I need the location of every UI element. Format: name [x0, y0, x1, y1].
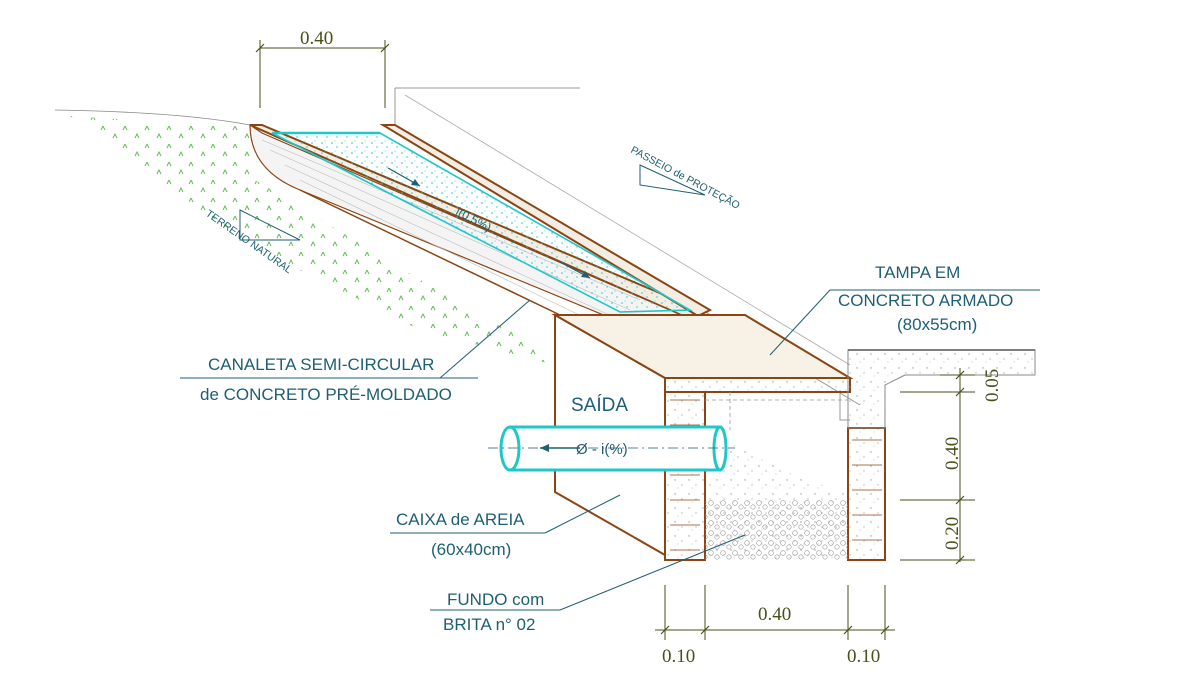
leader-lines	[180, 164, 1040, 611]
dim-lid-thickness: 0.05	[982, 369, 1003, 402]
outlet-label: SAÍDA	[571, 395, 628, 416]
outlet-pipe: Ø - i(%)	[488, 425, 735, 472]
dimensions: 0.40 0.40 0.10 0.10 0.05 0.40 0.20	[255, 28, 1003, 667]
pipe-label: Ø - i(%)	[576, 441, 628, 458]
dim-left-wall: 0.10	[662, 646, 695, 667]
sidewalk-label: PASSEIO de PROTEÇÃO	[629, 143, 743, 212]
gravel-label-line1: FUNDO com	[447, 590, 544, 609]
channel-label-line1: CANALETA SEMI-CIRCULAR	[208, 355, 434, 374]
lid-label-line3: (80x55cm)	[897, 315, 977, 334]
sandbox-label-line1: CAIXA de AREIA	[396, 510, 525, 529]
dim-right-wall: 0.10	[847, 646, 880, 667]
channel-label-line2: de CONCRETO PRÉ-MOLDADO	[200, 385, 452, 404]
dim-top-width: 0.40	[300, 28, 333, 49]
dim-inner-width: 0.40	[758, 604, 791, 625]
lid-label-line2: CONCRETO ARMADO	[838, 291, 1013, 310]
semi-circular-channel	[249, 123, 713, 331]
natural-terrain	[54, 109, 555, 365]
dim-gravel-depth: 0.20	[942, 517, 963, 550]
lid-label-line1: TAMPA EM	[875, 263, 960, 282]
dim-box-depth: 0.40	[942, 437, 963, 470]
gravel-label-line2: BRITA n° 02	[443, 615, 535, 634]
concrete-lid	[847, 349, 1036, 429]
sandbox-label-line2: (60x40cm)	[431, 540, 511, 559]
